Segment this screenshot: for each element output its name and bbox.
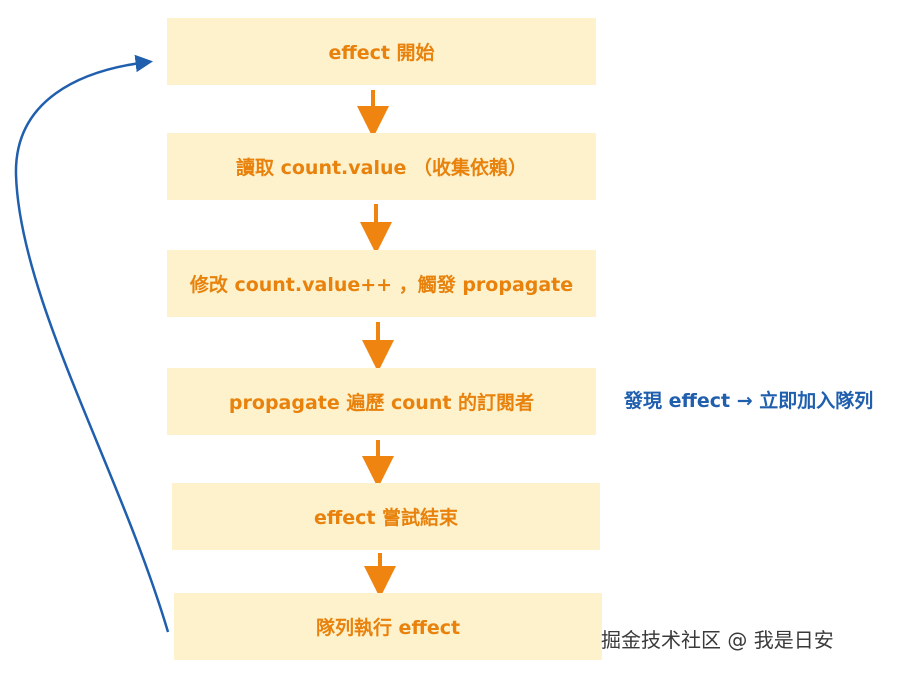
watermark: 掘金技术社区 @ 我是日安 — [601, 628, 834, 652]
step-label: propagate 遍歷 count 的訂閱者 — [228, 392, 535, 414]
down-arrows — [357, 90, 396, 598]
step-label: effect 嘗試結束 — [313, 507, 459, 529]
step-effect-start: effect 開始 — [167, 18, 596, 85]
step-queue-run-effect: 隊列執行 effect — [174, 593, 602, 660]
step-read-count-value: 讀取 count.value （收集依賴） — [167, 133, 596, 200]
step-label: 讀取 count.value （收集依賴） — [235, 157, 528, 179]
step-label: 隊列執行 effect — [315, 617, 461, 639]
step-modify-count-value: 修改 count.value++ ，觸發 propagate — [167, 250, 596, 317]
side-note: 發現 effect → 立即加入隊列 — [624, 390, 874, 412]
step-propagate-subscribers: propagate 遍歷 count 的訂閱者 — [167, 368, 596, 435]
step-effect-try-end: effect 嘗試結束 — [172, 483, 600, 550]
step-label: effect 開始 — [328, 42, 435, 64]
loop-back-arrow — [14, 54, 170, 633]
step-label: 修改 count.value++ ，觸發 propagate — [189, 274, 574, 296]
